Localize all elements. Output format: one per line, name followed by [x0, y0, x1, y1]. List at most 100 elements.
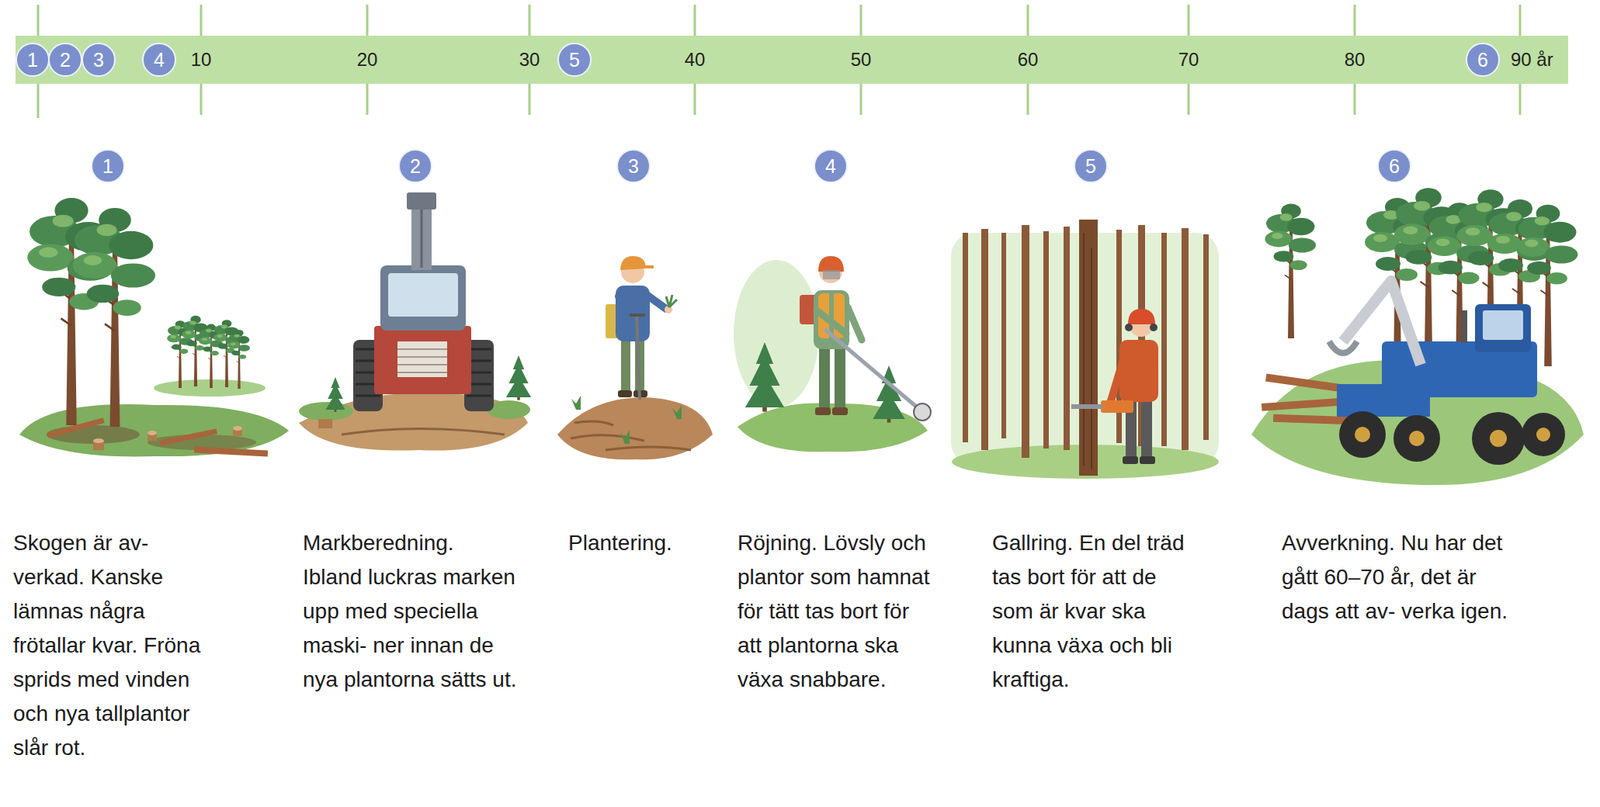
soil-preparation-scene [380, 265, 466, 331]
final-felling-scene [1343, 281, 1421, 365]
callout-number: 5 [569, 48, 580, 71]
thinning-scene [1181, 228, 1189, 451]
thinning-scene [1122, 456, 1139, 465]
felled-forest-scene [72, 208, 156, 427]
tick-label: 70 [1176, 48, 1202, 71]
timeline-step-marker: 6 [1465, 42, 1500, 77]
soil-preparation-scene [420, 209, 424, 268]
tick-label: 30 [517, 48, 543, 71]
final-felling-scene [1329, 341, 1358, 354]
step-number-circle: 5 [1073, 149, 1108, 184]
final-felling-scene [1409, 430, 1425, 447]
soil-preparation-scene [397, 349, 448, 373]
felled-forest-scene [232, 426, 243, 431]
felled-forest-scene [159, 428, 218, 446]
felled-forest-scene [93, 438, 105, 444]
callout-number: 2 [409, 155, 421, 178]
step-number-circle: 4 [813, 149, 848, 184]
tick-label: 40 [682, 48, 709, 71]
callout-number: 5 [1085, 155, 1097, 178]
felled-forest-scene [19, 404, 289, 457]
tick-label: 60 [1015, 48, 1042, 71]
final-felling-scene [1482, 310, 1524, 341]
soil-preparation-scene [411, 203, 432, 271]
planting-scene [672, 405, 682, 420]
callout-number: 3 [628, 155, 639, 178]
clearing-scene [733, 256, 931, 452]
final-felling-scene [1354, 426, 1371, 443]
final-felling-scene [1471, 412, 1525, 466]
soil-preparation-scene [506, 355, 532, 401]
thinning-scene [1161, 232, 1167, 447]
final-felling-scene [1521, 413, 1566, 457]
thinning-scene [962, 232, 969, 443]
final-felling-scene [1393, 415, 1441, 462]
soil-preparation-scene [298, 402, 354, 421]
planting-scene [641, 265, 654, 269]
clearing-scene [745, 342, 785, 413]
timeline-band: 102030405060708090 år123456 [15, 35, 1569, 84]
clearing-scene [824, 329, 920, 410]
clearing-scene [819, 343, 830, 412]
step-number-circle: 2 [398, 149, 433, 184]
callout-number: 1 [102, 155, 114, 178]
soil-preparation-scene [397, 341, 448, 378]
clearing-scene [815, 407, 831, 416]
callout-number: 3 [93, 48, 105, 71]
step-number-circle: 1 [90, 149, 125, 184]
thinning-scene [1100, 400, 1134, 414]
step-number-circle: 6 [1377, 149, 1412, 184]
final-felling-scene [1475, 304, 1531, 353]
tick-label: 80 [1342, 48, 1368, 71]
thinning-scene [1001, 232, 1007, 439]
soil-preparation-scene [374, 326, 472, 395]
tick-label: 20 [354, 48, 381, 71]
felled-forest-scene [46, 417, 268, 457]
planting-scene [629, 313, 646, 317]
planting-scene [636, 315, 640, 400]
planting-scene [571, 395, 682, 445]
planting-scene [621, 337, 631, 394]
thinning-scene [1203, 234, 1209, 441]
timeline-step-marker: 5 [557, 42, 592, 77]
felled-forest-scene [93, 428, 243, 451]
thinning-scene [1110, 357, 1154, 407]
clearing-scene [816, 307, 862, 341]
soil-preparation-scene [298, 192, 532, 452]
planting-scene [557, 256, 713, 460]
final-felling-scene [1461, 310, 1468, 344]
final-felling-scene [1264, 203, 1316, 339]
felled-forest-scene [153, 379, 266, 397]
callout-number: 1 [27, 48, 39, 71]
timeline-step-marker: 4 [142, 42, 177, 77]
callout-number: 4 [825, 155, 837, 178]
final-felling-scene [1339, 411, 1386, 459]
thinning-scene [950, 219, 1219, 479]
felled-forest-scene [194, 447, 268, 458]
clearing-scene [832, 407, 848, 416]
callout-number: 4 [153, 48, 165, 71]
timeline-step-marker: 3 [81, 42, 116, 77]
planting-scene [620, 430, 630, 445]
thinning-scene [1079, 219, 1098, 476]
planting-scene [571, 395, 581, 410]
thinning-scene [1149, 323, 1158, 332]
soil-preparation-scene [388, 273, 459, 317]
thinning-scene [1139, 456, 1156, 465]
soil-preparation-scene [325, 377, 345, 413]
clearing-scene [818, 256, 844, 272]
step-description: Gallring. En del träd tas bort för att d… [992, 526, 1202, 698]
planting-scene [646, 295, 667, 309]
thinning-scene [1141, 395, 1153, 460]
step-number-circle: 3 [616, 149, 651, 184]
thinning-scene [1043, 231, 1049, 449]
planting-scene [570, 421, 691, 451]
tick-label: 50 [848, 48, 875, 71]
step-description: Markberedning. Ibland luckras marken upp… [302, 526, 519, 698]
step-description: Avverkning. Nu har det gått 60–70 år, de… [1281, 526, 1509, 629]
soil-preparation-scene [318, 419, 333, 429]
soil-preparation-scene [406, 192, 437, 210]
timeline-step-marker: 1 [15, 42, 50, 77]
tick-label: 90 år [1508, 48, 1556, 71]
